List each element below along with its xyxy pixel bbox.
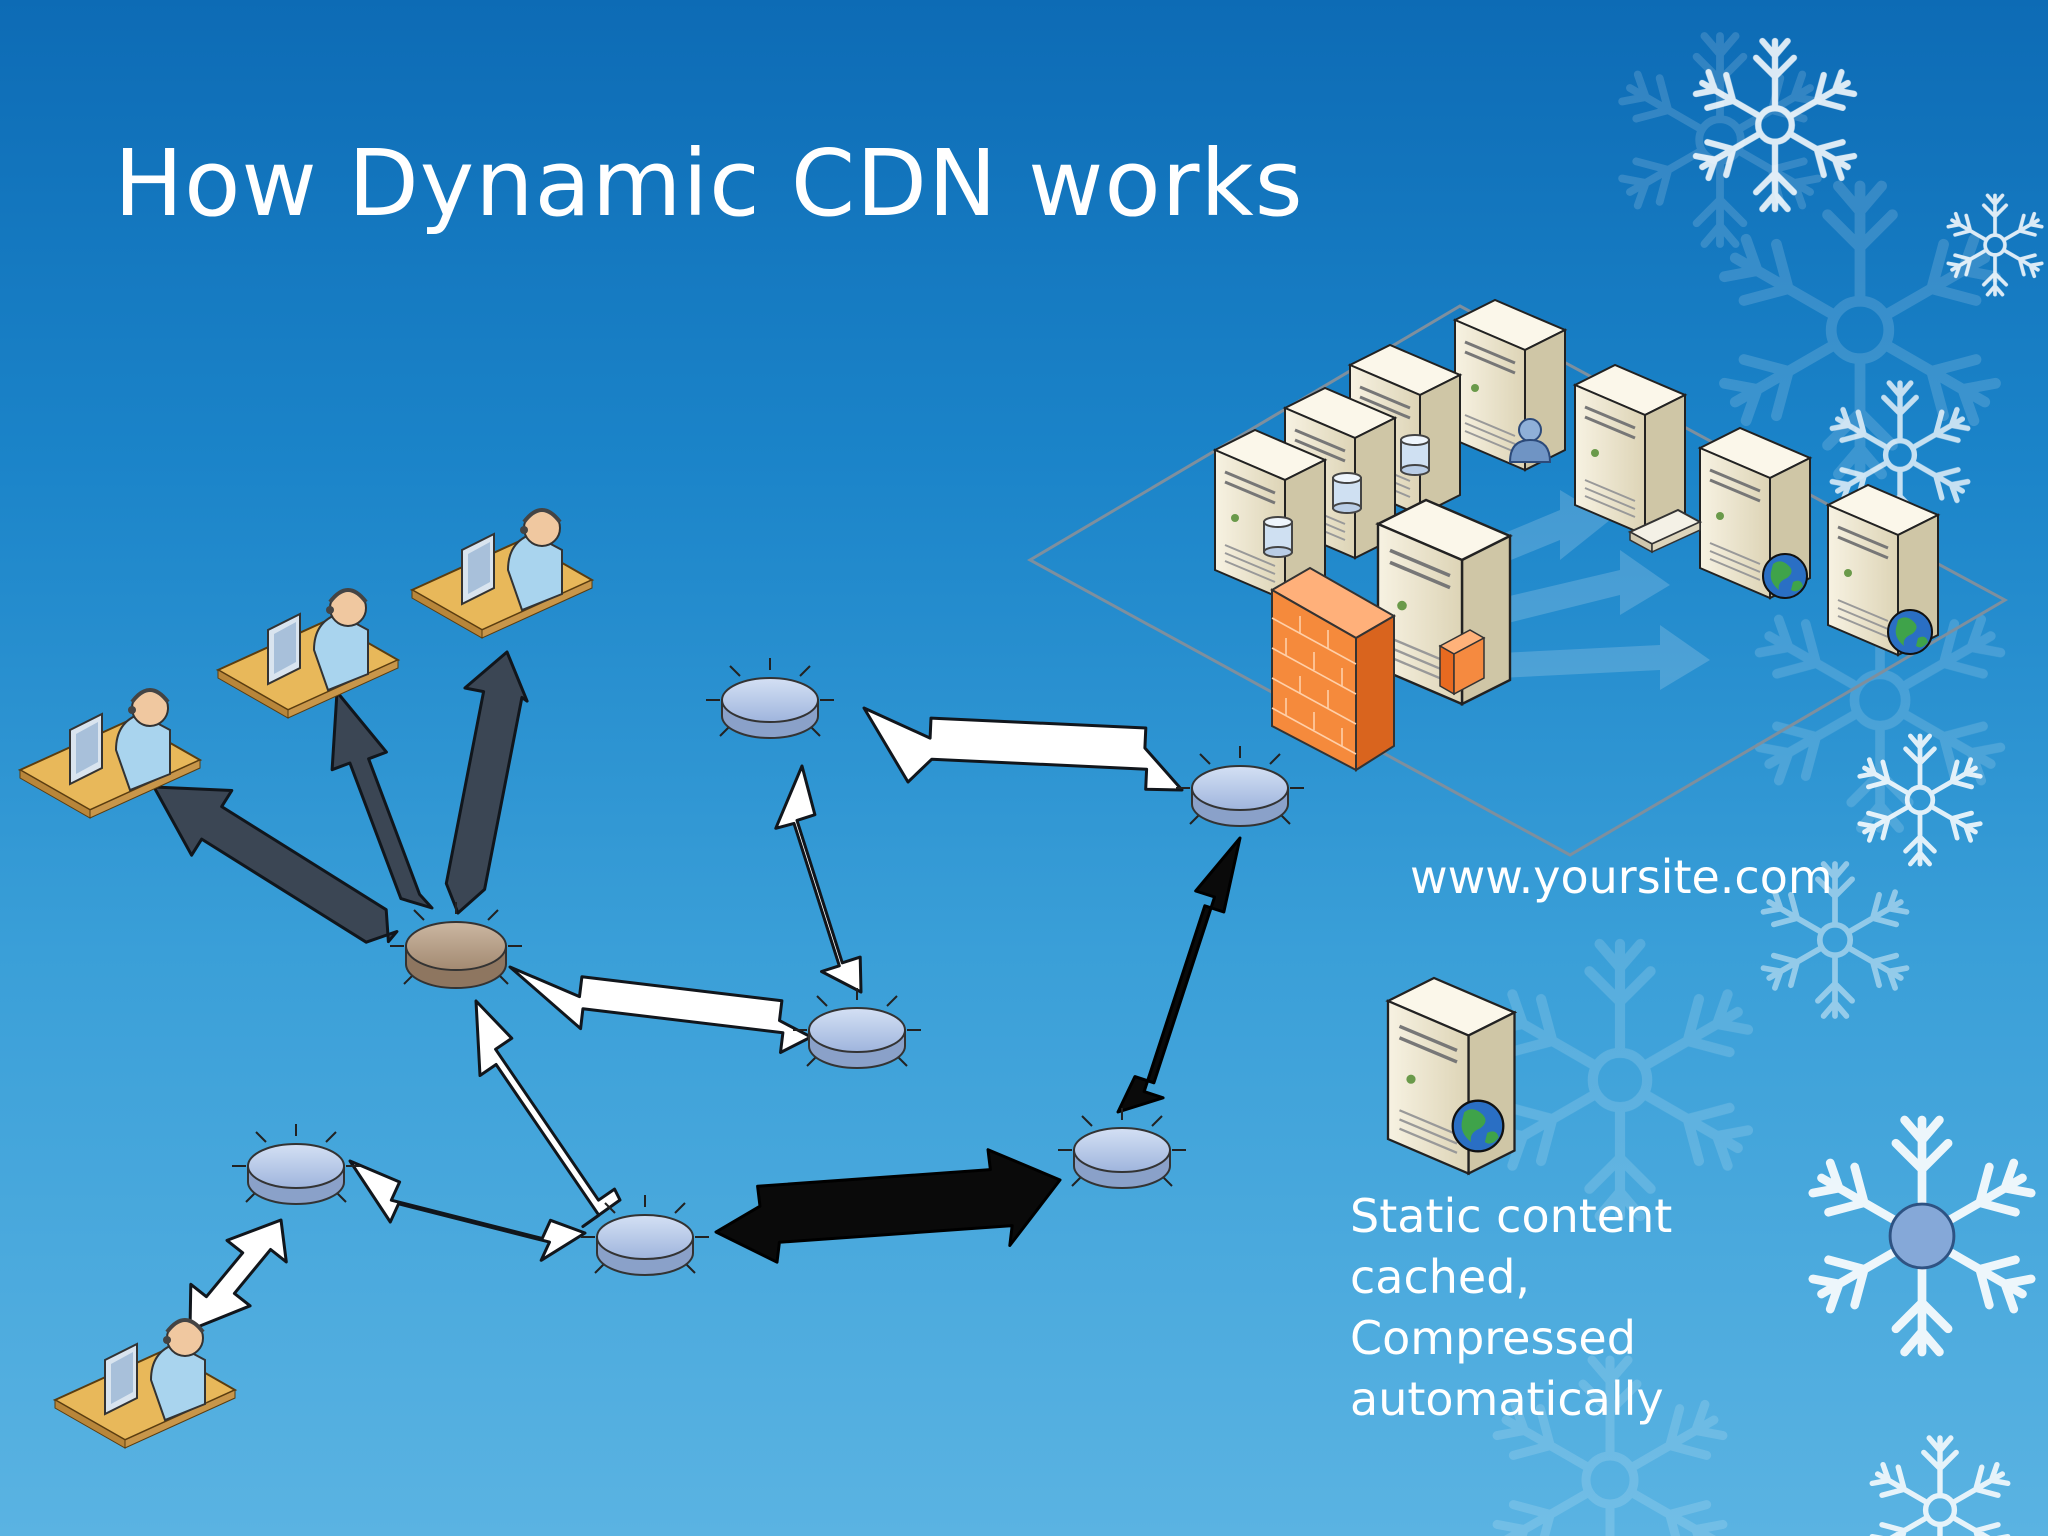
- firewall-icon: [1269, 566, 1397, 772]
- users: [18, 508, 594, 1450]
- server-farm: [1213, 298, 1940, 706]
- snowflake-icon: [1487, 944, 1753, 1216]
- origin-site-label: www.yoursite.com: [1410, 850, 1833, 904]
- arrow-dark: [152, 785, 399, 944]
- snowflake-icon: [1618, 36, 1822, 244]
- origin-site-platform: [1026, 304, 2009, 857]
- network-node-icon: [1057, 1107, 1187, 1189]
- database-icon: [1263, 516, 1293, 558]
- arrow-white: [774, 764, 863, 994]
- database-icon: [1332, 472, 1362, 514]
- globe-icon: [1762, 553, 1808, 599]
- network-switch-icon: [1627, 508, 1703, 554]
- arrow-white: [188, 1218, 288, 1332]
- arrow-white: [508, 965, 813, 1054]
- arrow-dark: [330, 690, 434, 910]
- caption-line: automatically: [1350, 1372, 1664, 1426]
- origin-node-icon: [389, 901, 523, 989]
- arrow-white: [862, 706, 1184, 792]
- connection-arrows: [152, 650, 1242, 1332]
- user-workstation-icon: [216, 588, 400, 720]
- network-node-icon: [231, 1123, 361, 1205]
- slide-title: How Dynamic CDN works: [114, 130, 1304, 237]
- arrow-black: [714, 1148, 1062, 1264]
- user-workstation-icon: [410, 508, 594, 640]
- globe-icon: [1887, 609, 1933, 655]
- snowflake-icon: [1870, 1438, 2011, 1536]
- snowflake-icon: [1808, 1120, 2035, 1352]
- network-node-icon: [705, 657, 835, 739]
- small-firewall-icon: [1438, 629, 1486, 696]
- caption-line: cached,: [1350, 1250, 1531, 1304]
- caption-line: Compressed: [1350, 1311, 1636, 1365]
- static-content-server: [1386, 976, 1517, 1176]
- network-node-icon: [1175, 745, 1305, 827]
- arrow-black: [1116, 836, 1242, 1114]
- snowflake-icon: [1944, 193, 2046, 297]
- server-icon: [1573, 363, 1687, 537]
- static-content-caption: Static content cached, Compressed automa…: [1350, 1186, 1770, 1430]
- server-icon: [1453, 298, 1567, 472]
- user-account-icon: [1508, 418, 1552, 463]
- globe-icon: [1451, 1099, 1505, 1153]
- network-node-icon: [792, 987, 922, 1069]
- caption-line: Static content: [1350, 1189, 1673, 1243]
- user-workstation-icon: [53, 1318, 237, 1450]
- arrow-white: [474, 999, 622, 1228]
- database-icon: [1400, 434, 1430, 476]
- arrow-white: [348, 1159, 587, 1262]
- arrow-dark: [444, 650, 529, 915]
